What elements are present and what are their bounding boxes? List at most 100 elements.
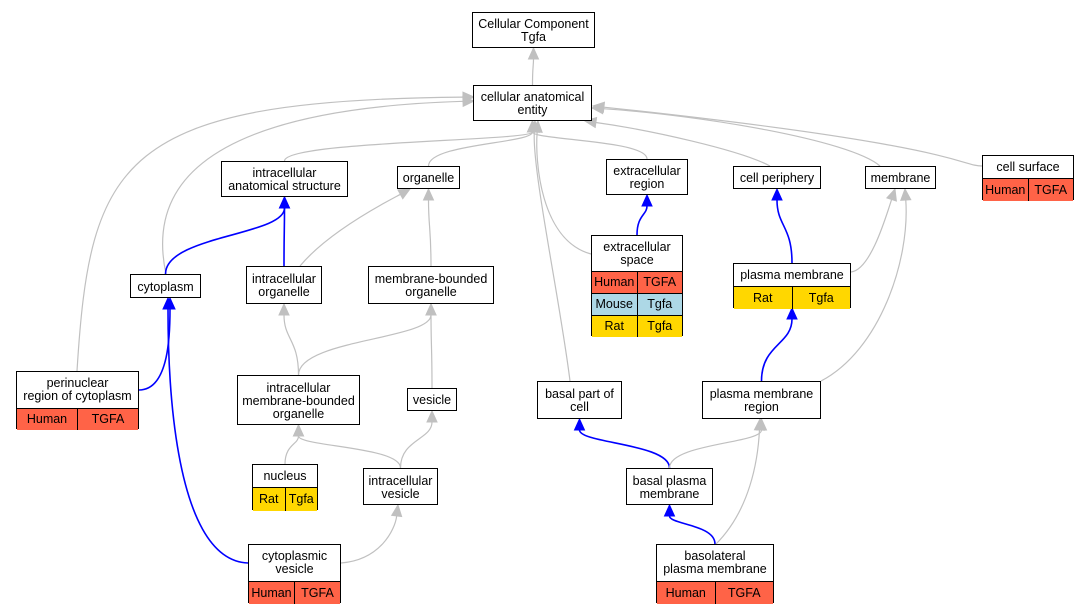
node-label: basolateral plasma membrane [663,549,767,576]
edge-is_a [430,314,433,389]
edge-part_of [636,205,648,236]
edge-arrowhead [278,302,290,316]
node-label: extracellular region [613,164,681,191]
edge-is_a [297,314,432,376]
node-organelle[interactable]: organelle [397,166,460,189]
species-cell: Human [665,585,706,600]
species-cell: Human [26,412,68,426]
edge-is_a [715,429,761,545]
node-basalpart[interactable]: basal part of cell [537,381,622,419]
edge-is_a [820,199,907,382]
species-cell: Human [594,275,635,289]
species-cell: Rat [753,290,773,305]
node-vesicle[interactable]: vesicle [407,388,457,411]
node-label: cell surface [996,159,1060,174]
node-cytoplasm[interactable]: cytoplasm [130,274,201,298]
node-label: intracellular vesicle [368,473,433,501]
edge-part_of [668,515,716,545]
gene-cell: Tgfa [636,294,683,315]
edge-arrowhead [771,187,783,201]
edge-is_a [299,193,401,267]
edge-arrowhead [573,417,586,431]
edge-part_of [776,199,793,264]
node-cellperiph[interactable]: cell periphery [733,166,821,189]
node-label: basal part of cell [545,387,614,414]
edge-part_of [164,207,286,275]
node-ias[interactable]: intracellular anatomical structure [221,161,348,197]
node-label: basal plasma membrane [632,473,707,501]
edge-is_a [850,199,893,273]
node-label: plasma membrane region [709,387,814,414]
edge-part_of [578,429,671,469]
edge-arrowhead [426,409,438,423]
node-root[interactable]: Cellular Component Tgfa [472,12,595,48]
edge-is_a [399,421,433,469]
edge-arrowhead [390,503,403,518]
edge-arrowhead [786,306,798,320]
species-cell: Rat [604,319,624,333]
edge-is_a [531,131,648,160]
edge-is_a [533,131,571,382]
node-label: cytoplasmic vesicle [261,549,328,576]
edge-is_a [427,199,432,267]
edge-is_a [297,435,402,469]
edge-arrowhead [900,187,912,201]
node-label: nucleus [263,468,307,483]
node-label: cytoplasm [137,279,194,294]
node-label: membrane [870,171,931,185]
edge-is_a [536,131,592,255]
edge-arrowhead [663,503,676,517]
node-label: membrane-bounded organelle [374,272,488,299]
node-label: cellular anatomical entity [480,90,585,117]
edge-arrowhead [278,195,291,209]
edge-is_a [283,314,300,376]
node-ecr[interactable]: extracellular region [606,159,688,195]
edge-is_a [283,131,534,162]
edge-arrowhead [422,187,435,201]
edge-is_a [668,429,763,469]
gene-cell: TGFA [294,582,340,604]
node-intorg[interactable]: intracellular organelle [246,266,322,304]
gene-cell: TGFA [1027,179,1074,201]
edge-arrowhead [528,119,541,133]
node-intves[interactable]: intracellular vesicle [363,468,438,505]
edge-is_a [161,100,464,275]
node-label: organelle [402,171,455,185]
node-imbo[interactable]: intracellular membrane-bounded organelle [237,375,360,425]
gene-cell: Tgfa [636,316,683,337]
node-pmr[interactable]: plasma membrane region [702,381,821,419]
edge-is_a [76,96,464,372]
edge-is_a [595,121,771,167]
gene-cell: Tgfa [284,488,318,511]
edge-is_a [340,515,398,564]
edge-arrowhead [753,417,766,431]
edge-part_of [283,207,286,267]
edge-arrowhead [641,193,653,207]
edge-arrowhead [885,187,897,202]
edge-arrowhead [425,302,437,316]
node-label: plasma membrane [740,267,844,282]
edge-is_a [602,108,881,167]
edge-is_a [284,435,300,465]
node-mbo[interactable]: membrane-bounded organelle [368,266,494,304]
edge-arrowhead [527,46,540,60]
node-cae[interactable]: cellular anatomical entity [473,85,592,121]
node-label: extracellular space [603,239,671,267]
node-membrane[interactable]: membrane [865,166,936,189]
node-bpm[interactable]: basal plasma membrane [626,468,713,505]
edge-arrowhead [397,188,412,200]
edge-arrowhead [162,296,174,310]
